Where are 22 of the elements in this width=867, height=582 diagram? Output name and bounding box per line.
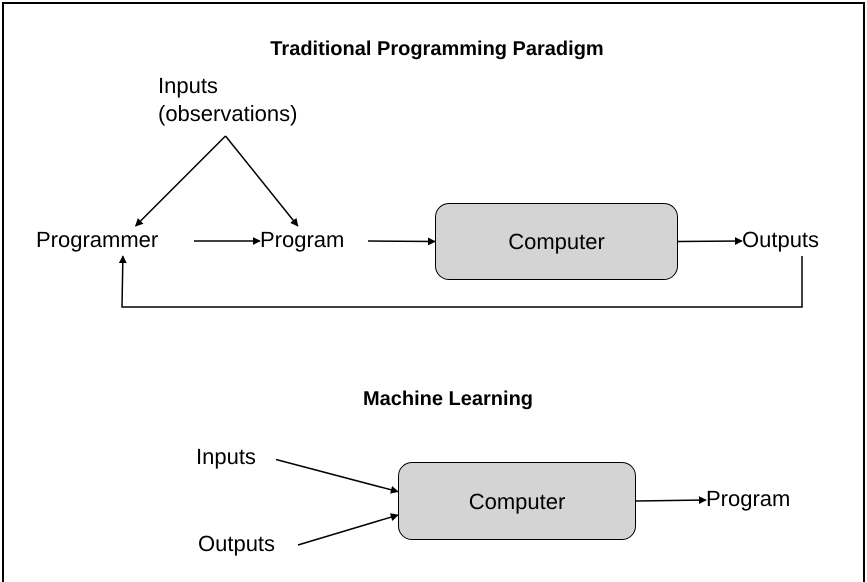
section-title: Machine Learning bbox=[362, 387, 534, 412]
box-label: Computer bbox=[468, 488, 566, 516]
arrow bbox=[224, 136, 298, 227]
arrow bbox=[368, 237, 436, 246]
diagram-title: Traditional Programming Paradigm bbox=[269, 37, 605, 62]
arrow bbox=[678, 237, 743, 246]
arrow bbox=[194, 237, 261, 245]
arrow bbox=[118, 255, 803, 308]
node-label: Programmer bbox=[36, 226, 194, 256]
process-box bbox=[398, 462, 636, 540]
node-label: Program bbox=[260, 226, 368, 256]
arrow bbox=[134, 135, 226, 227]
box-label: Computer bbox=[508, 228, 605, 256]
node-label: Inputs (observations) bbox=[158, 72, 308, 136]
node-label: Inputs bbox=[196, 443, 276, 473]
node-label: Outputs bbox=[742, 226, 842, 256]
process-box bbox=[435, 203, 678, 280]
node-label: Program bbox=[706, 485, 814, 515]
arrow bbox=[636, 496, 707, 504]
node-label: Outputs bbox=[198, 530, 298, 560]
arrow bbox=[276, 458, 399, 494]
arrow bbox=[298, 513, 399, 546]
